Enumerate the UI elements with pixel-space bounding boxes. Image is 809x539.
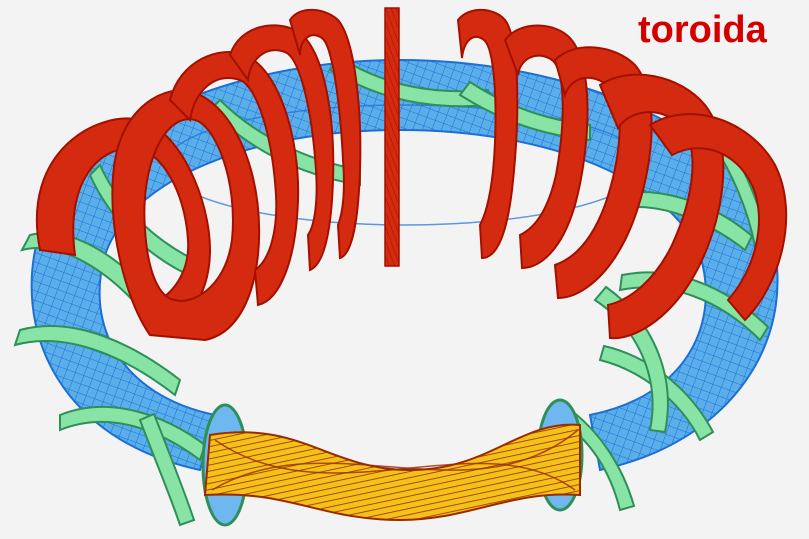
plasma-cross-section <box>205 425 580 520</box>
central-solenoid <box>385 8 399 266</box>
toroidal-label: toroida <box>638 8 767 52</box>
